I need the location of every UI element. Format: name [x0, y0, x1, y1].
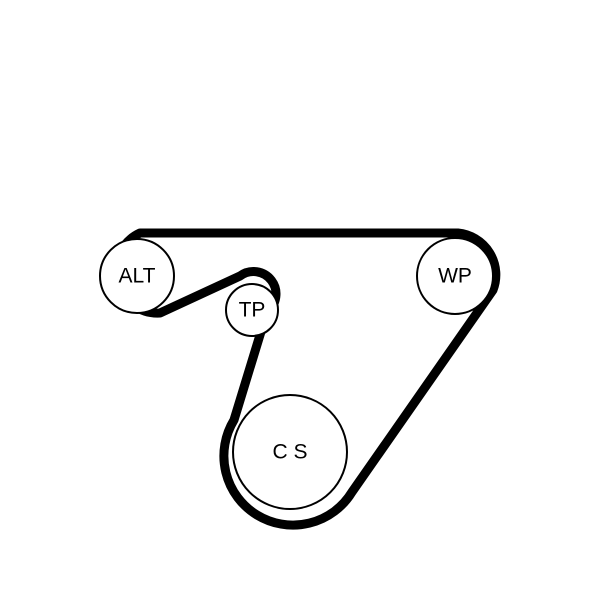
- crankshaft-pulley-circle: [232, 394, 348, 510]
- water-pump-pulley-circle: [416, 237, 494, 315]
- tensioner-pulley: TP: [225, 283, 279, 337]
- crankshaft-label: C S: [272, 441, 307, 464]
- water-pump-pulley: WP: [416, 237, 494, 315]
- tensioner-pulley-circle: [225, 283, 279, 337]
- crankshaft-pulley: C S: [232, 394, 348, 510]
- tensioner-label: TP: [239, 299, 266, 322]
- alternator-pulley-circle: [99, 238, 175, 314]
- alternator-label: ALT: [119, 265, 156, 288]
- water-pump-label: WP: [438, 265, 472, 288]
- alternator-pulley: ALT: [99, 238, 175, 314]
